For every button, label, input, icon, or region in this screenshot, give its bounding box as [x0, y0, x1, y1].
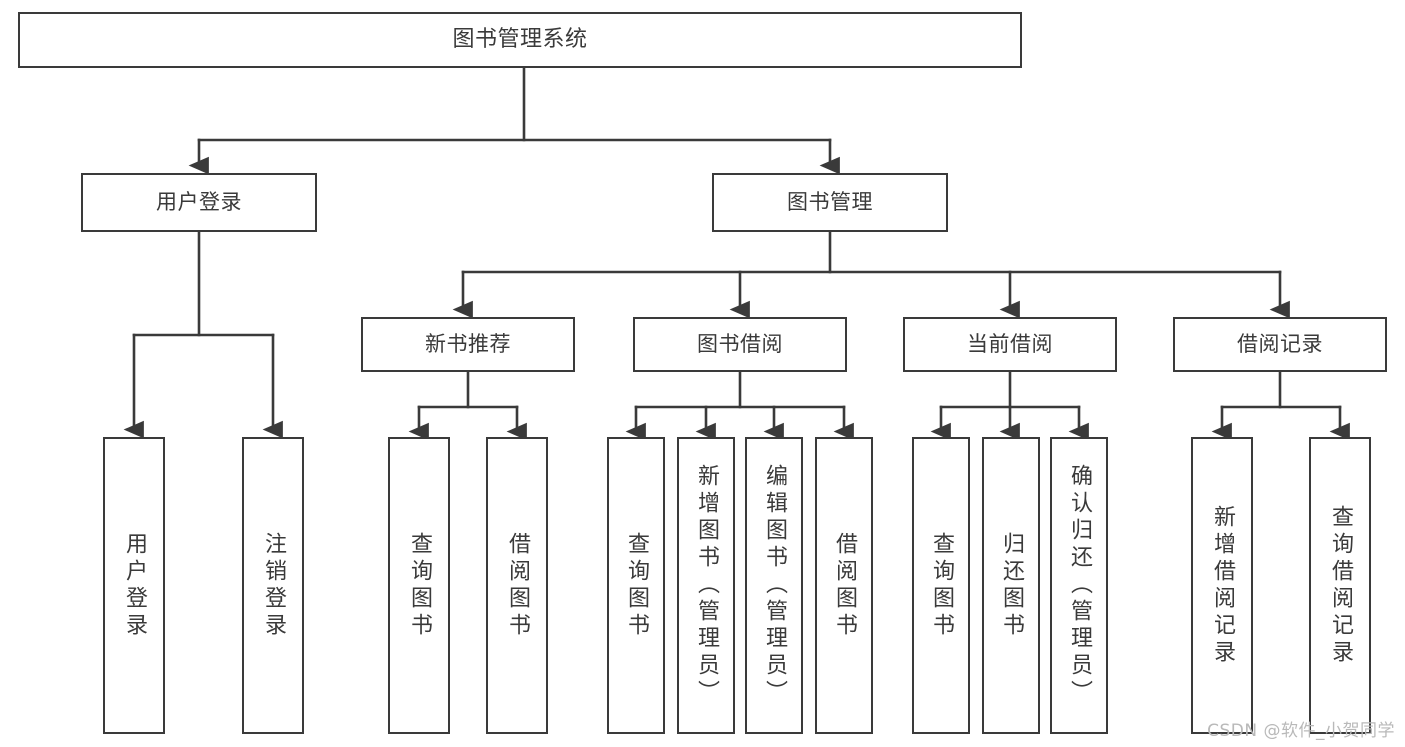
leaf-user-login-logout[interactable]: 注销登录	[242, 437, 304, 734]
node-root-book-management-system[interactable]: 图书管理系统	[18, 12, 1022, 68]
node-borrow-records[interactable]: 借阅记录	[1173, 317, 1387, 372]
node-label: 图书管理	[787, 189, 873, 214]
node-label: 查询图书	[624, 531, 649, 640]
leaf-current-return-book[interactable]: 归还图书	[982, 437, 1040, 734]
node-label: 新增借阅记录	[1210, 504, 1235, 667]
node-label: 借阅图书	[832, 531, 857, 640]
node-label: 图书借阅	[697, 331, 783, 356]
node-label: 归还图书	[999, 531, 1024, 640]
leaf-new-book-query[interactable]: 查询图书	[388, 437, 450, 734]
leaf-borrow-query-book[interactable]: 查询图书	[607, 437, 665, 734]
node-label: 用户登录	[156, 189, 242, 214]
csdn-watermark: CSDN @软件_小贺同学	[1207, 721, 1395, 741]
node-label: 图书管理系统	[452, 26, 588, 52]
node-book-management[interactable]: 图书管理	[712, 173, 948, 232]
node-label: 确认归还（管理员）	[1067, 464, 1092, 707]
node-new-book-recommend[interactable]: 新书推荐	[361, 317, 575, 372]
node-label: 注销登录	[261, 531, 286, 640]
leaf-borrow-borrow-book[interactable]: 借阅图书	[815, 437, 873, 734]
node-label: 借阅记录	[1237, 331, 1323, 356]
node-label: 借阅图书	[505, 531, 530, 640]
node-user-login[interactable]: 用户登录	[81, 173, 317, 232]
node-label: 当前借阅	[967, 331, 1053, 356]
leaf-records-query-record[interactable]: 查询借阅记录	[1309, 437, 1371, 734]
node-label: 新增图书（管理员）	[694, 464, 719, 707]
leaf-records-add-record[interactable]: 新增借阅记录	[1191, 437, 1253, 734]
node-label: 查询借阅记录	[1328, 504, 1353, 667]
node-label: 编辑图书（管理员）	[762, 464, 787, 707]
node-label: 新书推荐	[425, 331, 511, 356]
leaf-current-confirm-return-admin[interactable]: 确认归还（管理员）	[1050, 437, 1108, 734]
leaf-borrow-add-book-admin[interactable]: 新增图书（管理员）	[677, 437, 735, 734]
leaf-user-login-login[interactable]: 用户登录	[103, 437, 165, 734]
leaf-current-query-book[interactable]: 查询图书	[912, 437, 970, 734]
leaf-borrow-edit-book-admin[interactable]: 编辑图书（管理员）	[745, 437, 803, 734]
node-label: 用户登录	[122, 531, 147, 640]
node-label: 查询图书	[407, 531, 432, 640]
node-label: 查询图书	[929, 531, 954, 640]
node-book-borrow[interactable]: 图书借阅	[633, 317, 847, 372]
leaf-new-book-borrow[interactable]: 借阅图书	[486, 437, 548, 734]
node-current-borrow[interactable]: 当前借阅	[903, 317, 1117, 372]
